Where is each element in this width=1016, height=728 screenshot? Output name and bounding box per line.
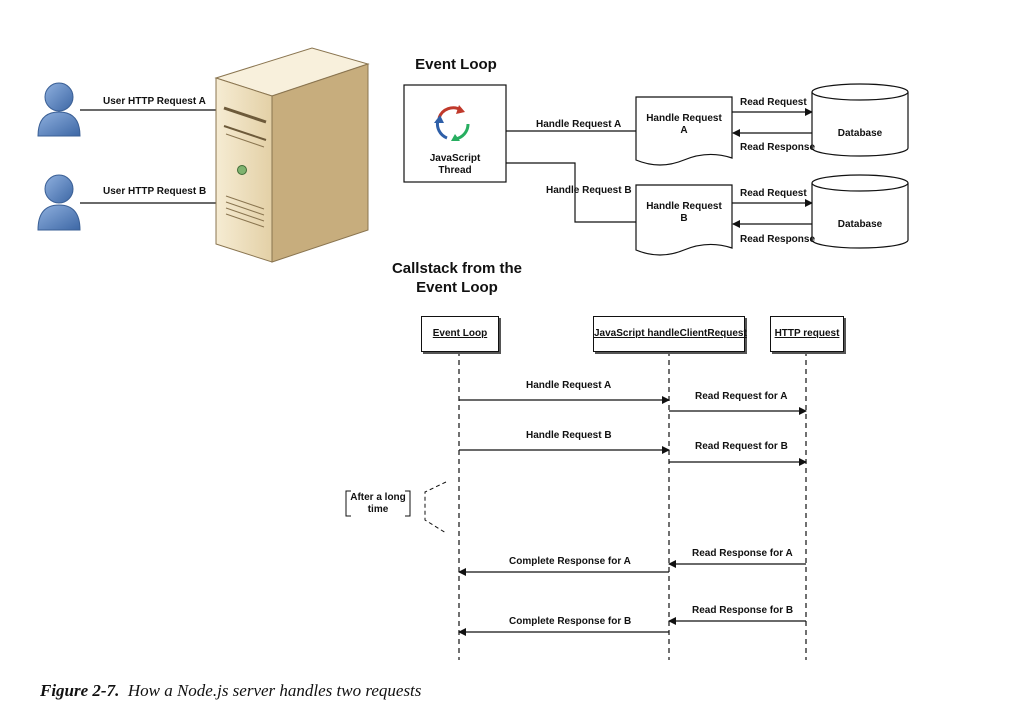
read-request-b-label: Read Request bbox=[740, 188, 807, 199]
msg-handle-a-label: Handle Request A bbox=[526, 380, 612, 391]
read-response-a-label: Read Response bbox=[740, 142, 816, 153]
read-response-b-label: Read Response bbox=[740, 234, 816, 245]
database-a-label: Database bbox=[837, 128, 883, 139]
callstack-heading: Callstack from the Event Loop bbox=[391, 260, 523, 296]
recycle-arrows-icon bbox=[434, 105, 470, 141]
msg-read-request-a-label: Read Request for A bbox=[695, 391, 788, 402]
handler-b-document bbox=[635, 184, 733, 256]
event-loop-heading: Event Loop bbox=[415, 56, 497, 73]
user-b-request-label: User HTTP Request B bbox=[103, 186, 207, 197]
read-request-a-label: Read Request bbox=[740, 97, 807, 108]
delay-note-label: After a long time bbox=[350, 492, 406, 515]
lifeline-http-request-box: HTTP request bbox=[770, 316, 844, 352]
msg-handle-b-label: Handle Request B bbox=[526, 430, 612, 441]
delay-note-bracket bbox=[345, 481, 447, 534]
figure-caption: Figure 2-7. How a Node.js server handles… bbox=[40, 681, 421, 701]
msg-complete-b-label: Complete Response for B bbox=[509, 616, 632, 627]
javascript-thread-label: JavaScript Thread bbox=[429, 153, 481, 176]
user-a-icon bbox=[37, 82, 81, 137]
handle-b-edge-label: Handle Request B bbox=[546, 185, 632, 196]
event-loop-box bbox=[403, 84, 507, 183]
msg-read-response-a-label: Read Response for A bbox=[692, 548, 793, 559]
figure-number: Figure 2-7. bbox=[40, 681, 120, 700]
lifeline-handler-box: JavaScript handleClientRequest bbox=[593, 316, 747, 352]
msg-read-response-b-label: Read Response for B bbox=[692, 605, 794, 616]
server-icon bbox=[214, 47, 370, 263]
database-a-icon bbox=[811, 83, 909, 157]
handle-a-edge-label: Handle Request A bbox=[536, 119, 622, 130]
handle-b-edge bbox=[506, 162, 636, 223]
user-b-icon bbox=[37, 174, 81, 231]
handler-b-label: Handle Request B bbox=[646, 201, 722, 224]
handler-a-label: Handle Request A bbox=[646, 113, 722, 136]
msg-read-request-b-label: Read Request for B bbox=[695, 441, 788, 452]
figure-caption-text: How a Node.js server handles two request… bbox=[127, 681, 422, 700]
database-b-icon bbox=[811, 174, 909, 249]
handler-a-document bbox=[635, 96, 733, 166]
msg-complete-a-label: Complete Response for A bbox=[509, 556, 631, 567]
user-a-request-label: User HTTP Request A bbox=[103, 96, 206, 107]
lifeline-event-loop-box: Event Loop bbox=[421, 316, 499, 352]
database-b-label: Database bbox=[837, 219, 883, 230]
